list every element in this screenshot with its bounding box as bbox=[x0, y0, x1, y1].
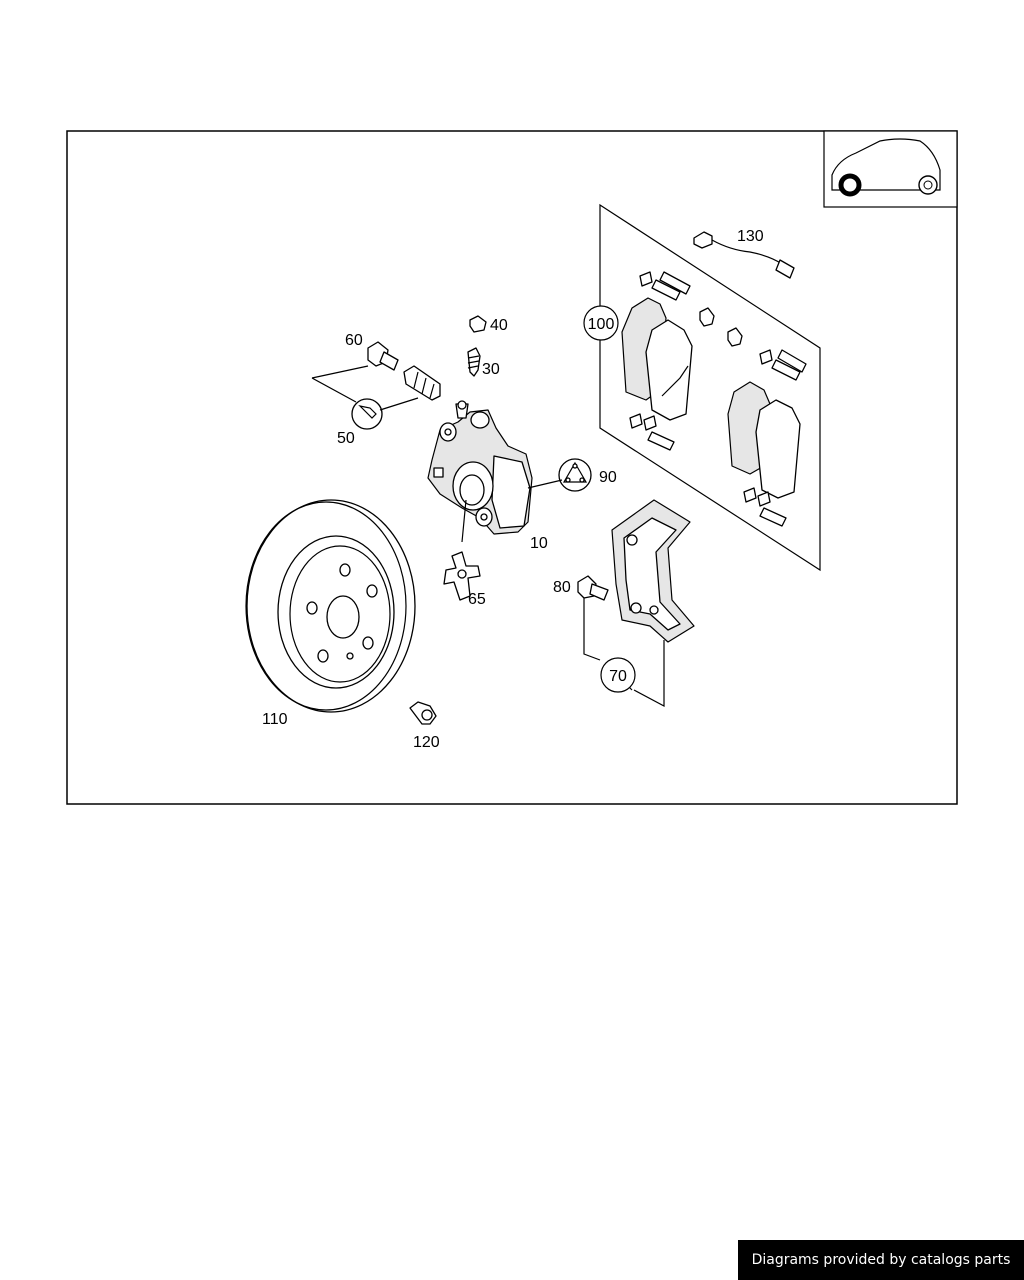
callout-70-circle bbox=[600, 657, 636, 693]
caliper-carrier[interactable] bbox=[611, 499, 695, 643]
disc-screw[interactable] bbox=[409, 701, 437, 725]
callout-60: 60 bbox=[345, 332, 363, 349]
callout-90: 90 bbox=[599, 469, 617, 486]
diagram-credit: Diagrams provided by catalogs parts bbox=[738, 1240, 1024, 1280]
callout-100: 100 bbox=[588, 316, 615, 333]
callout-120: 120 bbox=[413, 734, 440, 751]
guide-bushing[interactable] bbox=[403, 365, 441, 401]
guide-bolt[interactable] bbox=[367, 341, 399, 371]
callout-70: 70 bbox=[609, 668, 627, 685]
dust-cap[interactable] bbox=[469, 315, 487, 333]
callout-65: 65 bbox=[468, 591, 486, 608]
leader-lines bbox=[311, 365, 665, 707]
wear-sensor[interactable] bbox=[693, 231, 795, 279]
vehicle-locator-icon bbox=[823, 130, 958, 208]
callout-100-circle bbox=[583, 305, 619, 341]
piston-insert[interactable] bbox=[443, 551, 481, 601]
repair-kit-icon[interactable] bbox=[558, 458, 592, 492]
brake-pad-kit[interactable] bbox=[599, 203, 821, 572]
callout-40: 40 bbox=[490, 317, 508, 334]
callout-80: 80 bbox=[553, 579, 571, 596]
carrier-bolt[interactable] bbox=[577, 575, 609, 601]
callout-50: 50 bbox=[337, 430, 355, 447]
brake-caliper[interactable] bbox=[427, 400, 533, 535]
bleeder-screw[interactable] bbox=[467, 347, 481, 377]
callout-110: 110 bbox=[262, 711, 288, 728]
callout-30: 30 bbox=[482, 361, 500, 378]
brake-disc[interactable] bbox=[245, 499, 416, 713]
guide-kit-icon[interactable] bbox=[351, 398, 383, 430]
callout-10: 10 bbox=[530, 535, 548, 552]
callout-130: 130 bbox=[737, 228, 764, 245]
